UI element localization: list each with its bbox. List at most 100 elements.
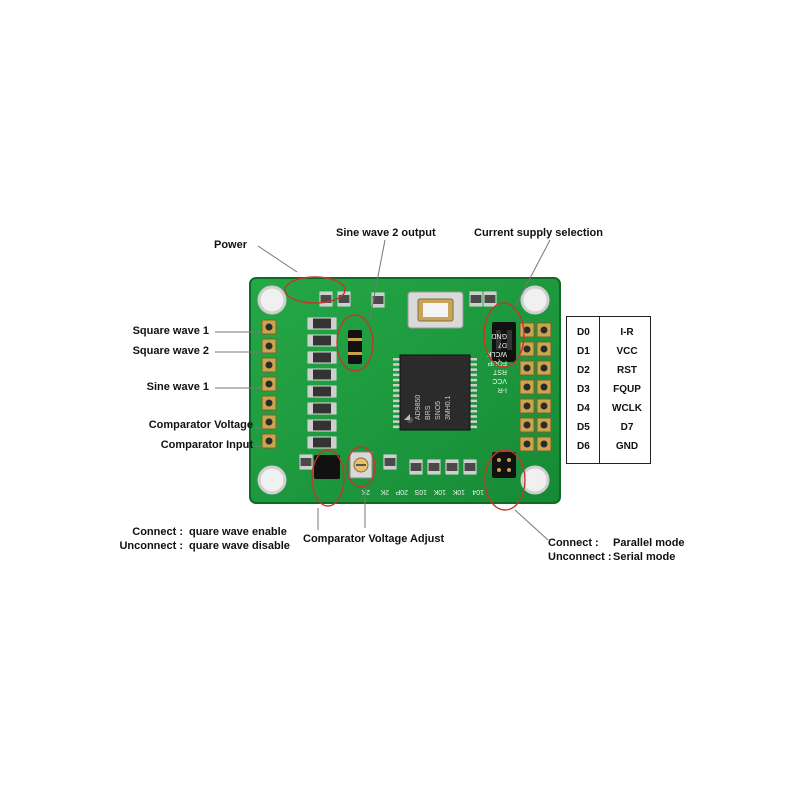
silk-label: RST (492, 368, 507, 375)
smd-part (409, 459, 423, 475)
chip-pin (393, 410, 400, 413)
chip-pin (393, 378, 400, 382)
smd-resistor (307, 351, 337, 364)
header-pin (519, 360, 535, 376)
mounting-holes (257, 285, 550, 495)
pin-func: D7 (620, 422, 634, 433)
sine2-circle (336, 314, 374, 372)
chip-pin (393, 373, 400, 377)
silk-label: 2K (361, 488, 370, 495)
pin-code: D0 (577, 327, 590, 338)
smd-part (383, 454, 397, 470)
smd-resistor (307, 385, 337, 398)
chip-pin (470, 373, 477, 377)
header-pin (261, 357, 277, 373)
chip-pin (470, 399, 477, 403)
header-pin (261, 319, 277, 335)
silk-label: D7 (498, 341, 507, 348)
pin-code: D3 (577, 384, 590, 395)
chip-pin (470, 420, 477, 423)
header-pin (536, 379, 552, 395)
pin-func: GND (615, 441, 639, 452)
chip-pin (470, 368, 477, 371)
mode-connect-value: Parallel mode (613, 537, 685, 549)
smd-resistor (307, 334, 337, 347)
silk-label: 2K (380, 488, 389, 495)
current-supply-selection-label: Current supply selection (474, 227, 603, 239)
chip-pin (393, 399, 400, 403)
chip-pin (470, 384, 477, 387)
chip-pin (470, 378, 477, 382)
sq-connect-label: Connect : (132, 526, 183, 538)
sq-unconnect-label: Unconnect : (119, 540, 183, 552)
pin-row: D2 RST (567, 363, 650, 381)
header-pin (519, 379, 535, 395)
chip-pin (470, 389, 477, 392)
pin-table: D0 I-R D1 VCC D2 RST D3 FQUP D4 WCLK D5 … (566, 316, 651, 464)
chip-pin (470, 358, 477, 361)
smd-part (469, 291, 483, 307)
chip-marking: AD9850 (415, 395, 422, 420)
pin-func: WCLK (612, 403, 642, 414)
pin-row: D0 I-R (567, 325, 650, 343)
pin-table-divider (599, 317, 600, 463)
mode-unconnect-label: Unconnect : (548, 551, 612, 563)
smd-resistor (307, 368, 337, 381)
pin-row: D1 VCC (567, 344, 650, 362)
chip-pin (470, 404, 477, 408)
comparator-voltage-label: Comparator Voltage (148, 419, 253, 431)
silk-label: WCLK (486, 350, 507, 357)
power-label: Power (214, 239, 248, 251)
silk-label: 104 (472, 488, 484, 495)
main-chip (393, 354, 477, 431)
header-pin (536, 341, 552, 357)
header-pin (536, 322, 552, 338)
chip-marking: BRS (425, 405, 432, 420)
pin-func: VCC (616, 346, 638, 357)
leader-lines (215, 239, 551, 541)
header-pin (536, 398, 552, 414)
silk-label: 20P (395, 488, 408, 495)
chip-pin (470, 410, 477, 413)
sq-unconnect-value: quare wave disable (189, 540, 290, 552)
chip-pin (393, 420, 400, 423)
pot-circle (346, 446, 376, 488)
pin-func: I-R (620, 327, 634, 338)
smd-part (371, 292, 385, 308)
mode-jumper-circle (484, 449, 526, 511)
chip-pin (470, 415, 477, 418)
smd-part (299, 454, 313, 470)
header-pin (519, 322, 535, 338)
header-pin (261, 395, 277, 411)
chip-pin (470, 363, 477, 366)
header-pin (519, 436, 535, 452)
pin-code: D6 (577, 441, 590, 452)
potentiometer (349, 451, 373, 479)
header-pin (536, 417, 552, 433)
silk-label: FQUP (487, 359, 507, 366)
pin-code: D5 (577, 422, 590, 433)
chip-pin (470, 425, 477, 429)
chip-marking: SNO5 (435, 401, 442, 420)
pin-row: D5 D7 (567, 420, 650, 438)
pin-func: FQUP (613, 384, 641, 395)
jumper-sine2 (348, 330, 362, 364)
resistor-array (307, 317, 337, 449)
header-pin (536, 436, 552, 452)
power-circle (284, 276, 346, 304)
jumper-mode (492, 452, 516, 478)
smd-part (319, 291, 333, 307)
smd-part (427, 459, 441, 475)
smd-resistor (307, 317, 337, 330)
header-pin (261, 414, 277, 430)
chip-pin (393, 389, 400, 392)
header-pin (261, 338, 277, 354)
silk-label: I-R (498, 386, 507, 393)
chip-pin (393, 368, 400, 371)
smd-resistor (307, 436, 337, 449)
pin-code: D2 (577, 365, 590, 376)
sine-wave-1-label: Sine wave 1 (146, 381, 209, 393)
square-wave-2-label: Square wave 2 (132, 345, 209, 357)
smd-components (299, 291, 497, 475)
